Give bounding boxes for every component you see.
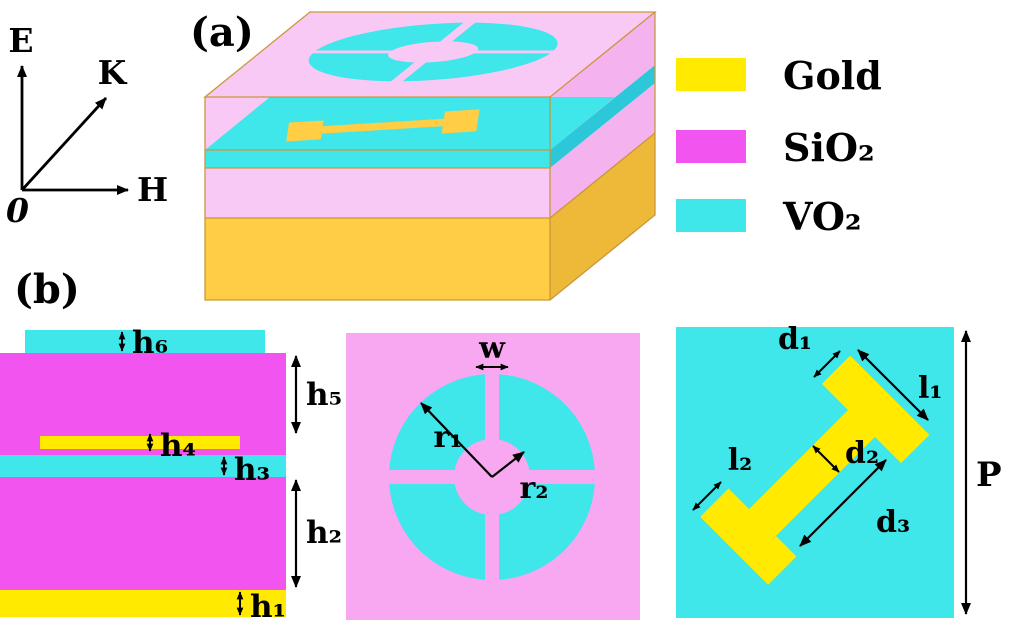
vo2-label: VO₂ [782,194,862,239]
resonator-lower-bar [700,488,797,585]
p-label: P [976,455,1002,495]
gold-label: Gold [783,53,882,98]
panel-a-label: (a) [190,9,254,56]
gold-swatch [676,58,746,91]
gold-slab-side-face [550,133,655,300]
box-front-edge [204,97,551,301]
gold-resonator-3d [286,109,480,142]
r2-radius-arrow [491,451,525,478]
e-axis-label: E [8,21,33,60]
l1-label: l₁ [918,371,943,406]
sio2-swatch [676,130,746,163]
sio2-front-lower-face [205,168,550,218]
h2-label: h₂ [306,515,342,551]
ring-3d-hole [388,41,479,63]
box-side-edge [549,12,656,301]
vo2-layer-side-face [550,65,655,168]
h6-label: h₆ [132,325,168,361]
h-axis-label: H [137,170,168,209]
legend-item-vo2: VO₂ [676,194,862,239]
legend-item-sio2: SiO₂ [676,125,875,170]
structure-3d [203,11,657,301]
sio2-side-lower-face [550,83,655,218]
panel-b-label: (b) [14,266,80,313]
r1-label: r₁ [434,420,463,455]
r2-label: r₂ [520,471,549,506]
cs-gold-ground-layer [0,590,286,617]
gold-slab-front-face [205,218,550,300]
coordinate-axes: E K H 0 [6,21,168,230]
w-label: w [478,331,506,366]
legend-item-gold: Gold [676,53,882,98]
legend: Gold SiO₂ VO₂ [676,53,882,239]
vo2-swatch [676,199,746,232]
h4-label: h₄ [160,428,196,464]
h1-label: h₁ [250,589,286,625]
sio2-label: SiO₂ [783,125,875,170]
d3-dimension-arrow [799,459,887,547]
k-axis-label: K [98,53,128,92]
d3-label: d₃ [876,505,910,540]
vo2-layer-front-face [205,150,550,168]
l2-label: l₂ [728,443,753,478]
cs-gold-resonator-layer [40,436,240,449]
l1-dimension-arrow [857,349,929,421]
h5-label: h₅ [306,377,342,413]
vo2-split-ring-3d [286,16,580,88]
ring-top-view: w r₁ r₂ [346,331,640,620]
cs-vo2-mid-layer [0,455,286,477]
d1-label: d₁ [778,322,812,357]
l2-dimension-arrow [692,481,722,511]
origin-label: 0 [6,191,29,230]
d1-dimension-arrow [813,350,841,378]
k-axis-arrow [20,97,108,191]
r1-radius-arrow [420,402,493,478]
gold-slab-edge [205,132,656,219]
h3-label: h₃ [234,452,270,488]
cross-section-view: h₆ h₅ h₄ h₃ h₂ h₁ [0,325,342,625]
resonator-3d-lower-bar [286,120,324,142]
vo2-layer-edge [205,149,550,169]
resonator-3d-central-bar [319,118,446,134]
cs-vo2-top-layer [25,330,265,353]
resonator-top-view: d₁ l₁ l₂ d₂ d₃ P [676,322,1002,618]
resonator-3d-upper-bar [441,109,480,134]
d2-label: d₂ [845,436,879,471]
